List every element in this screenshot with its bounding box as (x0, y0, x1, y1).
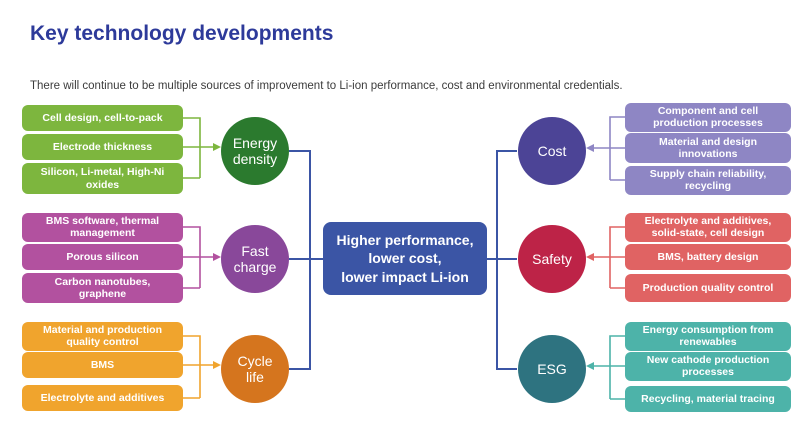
tech-box: Silicon, Li-metal, High-Ni oxides (22, 163, 183, 194)
tech-box: Component and cell production processes (625, 103, 791, 132)
tech-box: BMS software, thermal management (22, 213, 183, 242)
tech-box: BMS, battery design (625, 244, 791, 270)
tech-box: Production quality control (625, 274, 791, 302)
tech-box: New cathode production processes (625, 352, 791, 381)
tech-box: Material and production quality control (22, 322, 183, 351)
bracket-fast-charge (183, 226, 221, 289)
tech-box: Electrolyte and additives (22, 385, 183, 411)
tech-box: Carbon nanotubes, graphene (22, 273, 183, 303)
bracket-esg (586, 335, 625, 400)
center-node: Higher performance, lower cost, lower im… (323, 222, 487, 295)
tech-box: Electrolyte and additives, solid-state, … (625, 213, 791, 242)
page-title: Key technology developments (30, 22, 334, 45)
tech-box: Material and design innovations (625, 133, 791, 163)
tech-box: Supply chain reliability, recycling (625, 166, 791, 195)
circle-energy-density: Energy density (221, 117, 289, 185)
tech-box: BMS (22, 352, 183, 378)
circle-safety: Safety (518, 225, 586, 293)
bracket-cost (586, 116, 625, 181)
circle-cost: Cost (518, 117, 586, 185)
bracket-energy-density (183, 117, 221, 179)
tech-box: Recycling, material tracing (625, 386, 791, 412)
tech-box: Energy consumption from renewables (625, 322, 791, 351)
tech-box: Porous silicon (22, 244, 183, 270)
bracket-safety (586, 226, 625, 289)
bracket-cycle-life (183, 335, 221, 399)
tech-box: Cell design, cell-to-pack (22, 105, 183, 131)
circle-esg: ESG (518, 335, 586, 403)
page-subtitle: There will continue to be multiple sourc… (30, 80, 623, 92)
circle-fast-charge: Fast charge (221, 225, 289, 293)
circle-cycle-life: Cycle life (221, 335, 289, 403)
tech-box: Electrode thickness (22, 134, 183, 160)
